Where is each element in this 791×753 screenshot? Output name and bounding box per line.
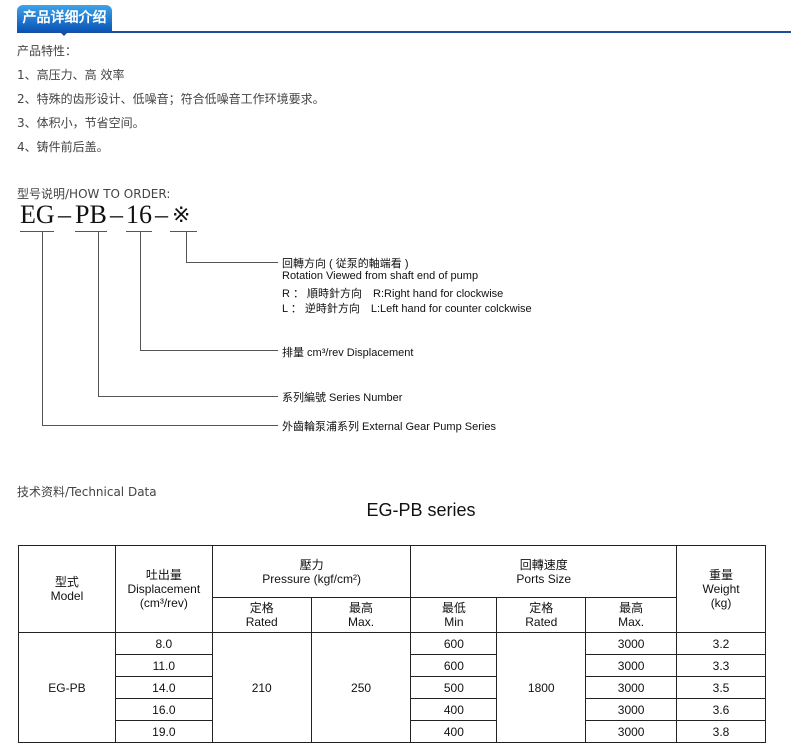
header-en: Rated — [525, 615, 558, 629]
header-en: Max. — [618, 615, 645, 629]
header-en: Model — [50, 589, 84, 603]
weight-cell: 3.5 — [676, 676, 766, 699]
weight-cell: 3.6 — [676, 698, 766, 721]
max-pressure-cell: 250 — [310, 632, 412, 743]
technical-heading: 技术资料/Technical Data — [17, 485, 157, 499]
min-speed-cell: 600 — [410, 632, 498, 655]
displacement-label: 排量 cm³/rev Displacement — [282, 347, 414, 359]
header-en: Min — [444, 615, 464, 629]
header-unit: (cm³/rev) — [139, 596, 188, 610]
order-heading: 型号说明/HOW TO ORDER: — [17, 187, 171, 201]
displacement-cell: 8.0 — [114, 632, 213, 655]
displacement-cell: 11.0 — [114, 654, 213, 677]
header-cn: 最高 — [349, 601, 374, 615]
header-cn: 最高 — [619, 601, 644, 615]
series-title: EG-PB series — [366, 500, 476, 520]
header-cn: 重量 — [709, 568, 734, 582]
header-en: Ports Size — [516, 571, 572, 586]
feature-item: 2、特殊的齿形设计、低噪音；符合低噪音工作环境要求。 — [17, 92, 325, 106]
max-speed-cell: 3000 — [585, 632, 678, 655]
rotation-desc: Rotation Viewed from shaft end of pump — [282, 270, 479, 282]
min-speed-cell: 400 — [410, 720, 498, 743]
rotation-title: 回轉方向 ( 従泵的軸端看 ) — [282, 258, 409, 270]
min-speed-cell: 400 — [410, 698, 498, 721]
max-speed-cell: 3000 — [585, 698, 678, 721]
min-speed-cell: 600 — [410, 654, 498, 677]
rotation-right: R ： 順時針方向 R:Right hand for clockwise — [282, 288, 504, 300]
feature-item: 1、高压力、高 效率 — [17, 68, 125, 82]
displacement-cell: 19.0 — [114, 720, 213, 743]
rated-speed-cell: 1800 — [496, 632, 587, 743]
header-en: Displacement — [127, 582, 201, 596]
tab-divider — [17, 31, 791, 33]
code-dash: – — [58, 200, 71, 229]
code-eg: EG — [20, 200, 55, 229]
code-dash: – — [110, 200, 123, 229]
feature-item: 4、铸件前后盖。 — [17, 140, 109, 154]
header-en: Rated — [245, 615, 278, 629]
displacement-cell: 16.0 — [114, 698, 213, 721]
code-16: 16 — [126, 200, 152, 229]
header-cn: 定格 — [529, 601, 554, 615]
weight-cell: 3.2 — [676, 632, 766, 655]
header-cn: 回轉速度 — [519, 557, 568, 572]
pump-series-label: 外齒輪泵浦系列 External Gear Pump Series — [282, 421, 496, 433]
max-speed-cell: 3000 — [585, 676, 678, 699]
header-en: Pressure (kgf/cm²) — [262, 571, 361, 586]
header-cn: 型式 — [54, 575, 79, 589]
header-en: Weight — [702, 582, 740, 596]
displacement-cell: 14.0 — [114, 676, 213, 699]
header-cn: 吐出量 — [145, 568, 182, 582]
max-speed-cell: 3000 — [585, 720, 678, 743]
header-cn: 定格 — [249, 601, 274, 615]
model-cell: EG-PB — [18, 632, 116, 743]
weight-cell: 3.3 — [676, 654, 766, 677]
header-cn: 壓力 — [299, 557, 324, 572]
header-en: Max. — [348, 615, 375, 629]
rated-pressure-cell: 210 — [211, 632, 312, 743]
features-heading: 产品特性： — [17, 44, 78, 58]
header-cn: 最低 — [441, 601, 466, 615]
table-row: EG-PB 8.0 210 250 600 1800 3000 3.2 — [18, 632, 766, 743]
order-connector-lines — [20, 231, 278, 426]
series-number-label: 系列編號 Series Number — [282, 392, 403, 404]
code-pb: PB — [75, 200, 107, 229]
code-option: ※ — [172, 202, 191, 227]
min-speed-cell: 500 — [410, 676, 498, 699]
product-detail-tab[interactable]: 产品详细介绍 — [17, 5, 112, 31]
feature-item: 3、体积小，节省空间。 — [17, 116, 145, 130]
rotation-left: L ： 逆時針方向 L:Left hand for counter colckw… — [282, 303, 532, 315]
max-speed-cell: 3000 — [585, 654, 678, 677]
tab-notch — [60, 32, 68, 36]
code-dash: – — [155, 200, 168, 229]
weight-cell: 3.8 — [676, 720, 766, 743]
header-unit: (kg) — [710, 596, 732, 610]
